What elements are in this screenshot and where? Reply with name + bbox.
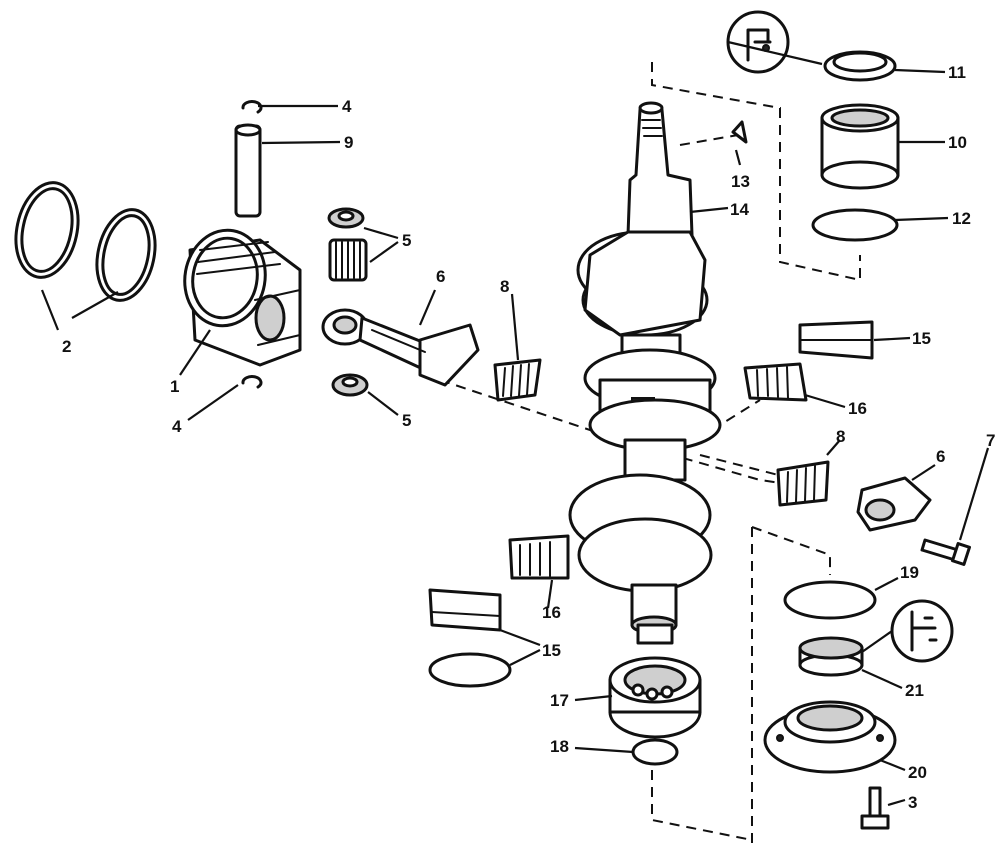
lower-o-ring xyxy=(783,580,877,620)
callout-16-left: 16 xyxy=(542,603,561,622)
liner-half-left xyxy=(428,588,502,632)
callout-11: 11 xyxy=(948,63,966,82)
piston xyxy=(183,228,302,367)
callout-10: 10 xyxy=(948,133,967,152)
callout-labels: 4 9 5 6 8 2 1 4 5 13 14 11 10 12 15 16 8… xyxy=(62,63,995,812)
retaining-ring-top xyxy=(241,100,263,114)
housing-bolt xyxy=(860,786,890,830)
callout-1: 1 xyxy=(170,377,179,396)
callout-4-bottom: 4 xyxy=(172,417,182,436)
snap-ring xyxy=(631,738,679,766)
callout-6-cap: 6 xyxy=(936,447,945,466)
roller-cage-right xyxy=(743,362,808,402)
callout-12: 12 xyxy=(952,209,971,228)
callout-5-bottom: 5 xyxy=(402,411,411,430)
callout-15-left: 15 xyxy=(542,641,561,660)
callout-15-right: 15 xyxy=(912,329,931,348)
callout-18: 18 xyxy=(550,737,569,756)
needle-bearing-small xyxy=(328,238,368,282)
callout-20: 20 xyxy=(908,763,927,782)
callout-7: 7 xyxy=(986,431,995,450)
crankshaft xyxy=(568,101,722,645)
seal-ring xyxy=(823,50,897,82)
callout-13: 13 xyxy=(731,172,750,191)
grease-gun-icon xyxy=(890,599,954,663)
callout-4-top: 4 xyxy=(342,97,352,116)
lower-seal xyxy=(798,636,864,677)
piston-rings xyxy=(14,181,157,302)
roller-cage-left xyxy=(508,534,570,580)
bearing-housing xyxy=(763,700,897,774)
liner-half-right xyxy=(798,320,874,360)
seal-lip-icon xyxy=(726,10,790,74)
retainer-ring xyxy=(428,652,512,688)
callout-2: 2 xyxy=(62,337,71,356)
bearing-cage-right xyxy=(776,460,830,507)
callout-9: 9 xyxy=(344,133,353,152)
callout-8-left: 8 xyxy=(500,277,509,296)
thrust-washer-top xyxy=(327,207,365,229)
bearing-cage-left xyxy=(493,358,542,402)
callout-21: 21 xyxy=(905,681,924,700)
rod-cap xyxy=(856,476,932,532)
ball-bearing xyxy=(608,656,702,739)
callout-8-right: 8 xyxy=(836,427,845,446)
connecting-rod xyxy=(321,308,480,387)
callout-14: 14 xyxy=(730,200,749,219)
woodruff-key xyxy=(731,120,748,144)
callout-6-rod: 6 xyxy=(436,267,445,286)
wrist-pin xyxy=(234,123,262,218)
leader-lines xyxy=(40,40,990,807)
upper-roller-bearing xyxy=(820,103,900,190)
callout-5-top: 5 xyxy=(402,231,411,250)
o-ring xyxy=(811,208,899,242)
thrust-washer-bottom xyxy=(331,373,369,397)
callout-17: 17 xyxy=(550,691,569,710)
rod-cap-screw xyxy=(920,538,971,566)
callout-16-right: 16 xyxy=(848,399,867,418)
callout-19: 19 xyxy=(900,563,919,582)
callout-3: 3 xyxy=(908,793,917,812)
retaining-ring-bottom xyxy=(241,375,263,389)
